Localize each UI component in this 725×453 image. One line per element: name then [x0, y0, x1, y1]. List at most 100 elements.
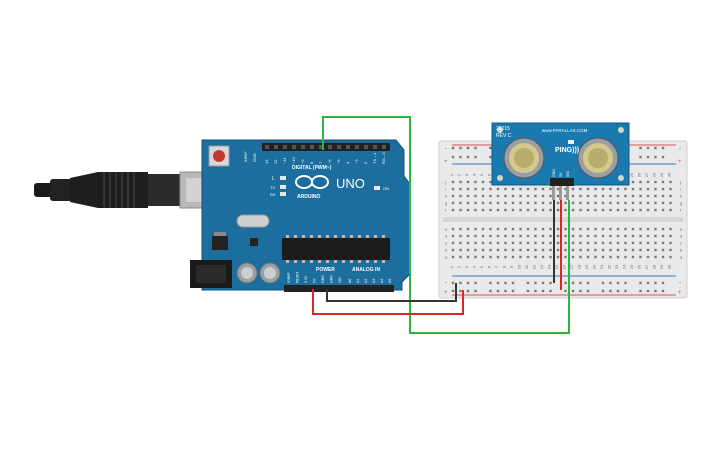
small-chip — [250, 238, 258, 246]
sensor-rev: REV C — [496, 133, 512, 139]
led-l — [280, 176, 286, 180]
sensor-pin-label: SIG — [566, 171, 570, 177]
column-label-top: 1 — [449, 173, 454, 176]
capacitors — [236, 262, 281, 284]
column-label-bottom: 6 — [487, 265, 492, 268]
transducer-left — [503, 137, 545, 179]
voltage-regulator — [212, 236, 228, 250]
rail-minus-right-top: - — [679, 146, 681, 152]
rail-plus-right-top: + — [678, 159, 682, 165]
column-label-bottom: 22 — [607, 264, 612, 269]
digital-pin-label: 7 — [318, 161, 323, 164]
column-label-top: 4 — [472, 173, 477, 176]
ping-ultrasonic-sensor[interactable]: 28015 REV C www.PARALLAX.COM PING))) GND… — [491, 122, 630, 200]
row-label: f — [445, 208, 447, 213]
power-pin-label: 5V — [313, 278, 317, 283]
digital-pin-label: ~3 — [354, 159, 359, 164]
led-rx — [280, 192, 286, 196]
column-label-bottom: 5 — [479, 265, 484, 268]
rail-minus-left-bottom: - — [445, 280, 447, 286]
digital-pin-label: TX→1 — [372, 152, 377, 164]
digital-pin-label: 13 — [264, 159, 269, 164]
column-label-bottom: 14 — [547, 264, 552, 269]
on-label: ON — [383, 186, 389, 191]
power-header[interactable] — [284, 285, 350, 292]
column-label-bottom: 2 — [457, 265, 462, 268]
row-label: c — [445, 241, 447, 246]
column-label-bottom: 8 — [502, 265, 507, 268]
row-label: b — [445, 248, 448, 253]
rail-minus-right-bottom: - — [679, 280, 681, 286]
brand-label: ARDUINO — [297, 194, 320, 200]
digital-pin-label: ~5 — [336, 159, 341, 164]
transducer-right — [577, 137, 619, 179]
column-label-bottom: 30 — [667, 264, 672, 269]
column-label-bottom: 23 — [614, 264, 619, 269]
arduino-infinity-logo — [295, 175, 329, 189]
rail-plus-left-bottom: + — [444, 290, 448, 296]
column-label-bottom: 13 — [539, 264, 544, 269]
digital-pin-label: ~9 — [300, 159, 305, 164]
power-label: POWER — [316, 267, 335, 273]
column-label-top: 2 — [457, 173, 462, 176]
analog-pin-label: A3 — [372, 279, 376, 283]
column-label-bottom: 4 — [472, 265, 477, 268]
column-label-top: 3 — [464, 173, 469, 176]
atmega-chip[interactable] — [282, 238, 390, 260]
rail-minus-left-top: - — [445, 146, 447, 152]
digital-pin-label: 4 — [345, 161, 350, 164]
crystal — [236, 214, 270, 228]
digital-pin-label: 8 — [309, 161, 314, 164]
analog-label: ANALOG IN — [352, 267, 380, 273]
column-label-bottom: 9 — [509, 265, 514, 268]
power-pin-label: IOREF — [287, 272, 291, 283]
power-pin-label: GND — [321, 275, 325, 283]
column-label-top: 29 — [659, 172, 664, 177]
wire-red-5v[interactable] — [312, 289, 464, 315]
wire-black-gnd[interactable] — [326, 283, 457, 302]
column-label-bottom: 17 — [569, 264, 574, 269]
digital-pin-label: 12 — [273, 159, 278, 164]
row-label: h — [445, 194, 447, 199]
row-label: a — [680, 255, 683, 260]
column-label-bottom: 12 — [532, 264, 537, 269]
column-label-bottom: 11 — [524, 264, 529, 269]
row-label: d — [680, 234, 682, 239]
row-label: b — [680, 248, 683, 253]
row-label: j — [679, 180, 681, 185]
analog-pin-label: A4 — [380, 279, 384, 283]
column-label-top: 26 — [637, 172, 642, 177]
wire-green-signal[interactable] — [322, 116, 570, 334]
sensor-model: 28015 — [496, 126, 510, 132]
wires — [312, 116, 570, 334]
column-label-bottom: 1 — [449, 265, 454, 268]
power-pin-label: RESET — [296, 270, 300, 283]
power-pin-label: VIN — [338, 277, 342, 283]
analog-header[interactable] — [344, 285, 394, 292]
rail-plus-left-top: + — [444, 159, 448, 165]
digital-label: DIGITAL (PWM~) — [292, 165, 332, 171]
rail-plus-right-bottom: + — [678, 290, 682, 296]
column-label-bottom: 3 — [464, 265, 469, 268]
led-rx-label: RX — [270, 192, 276, 197]
row-label: e — [445, 227, 448, 232]
sensor-pin-label: 5V — [559, 172, 563, 177]
column-label-bottom: 18 — [577, 264, 582, 269]
digital-pin-label: ~10 — [291, 156, 296, 164]
analog-pin-label: A1 — [356, 279, 360, 283]
sensor-pin-label: GND — [552, 169, 556, 177]
column-label-bottom: 29 — [659, 264, 664, 269]
digital-header[interactable] — [262, 143, 390, 151]
board-model: UNO — [336, 176, 365, 191]
column-label-bottom: 20 — [592, 264, 597, 269]
digital-pin-label: 2 — [363, 161, 368, 164]
digital-pin-holes — [265, 145, 386, 149]
sensor-header[interactable] — [550, 178, 574, 186]
usb-cable[interactable] — [34, 171, 231, 209]
gnd-top-label: GND — [252, 153, 257, 162]
row-label: g — [680, 201, 682, 206]
row-label: g — [445, 201, 447, 206]
